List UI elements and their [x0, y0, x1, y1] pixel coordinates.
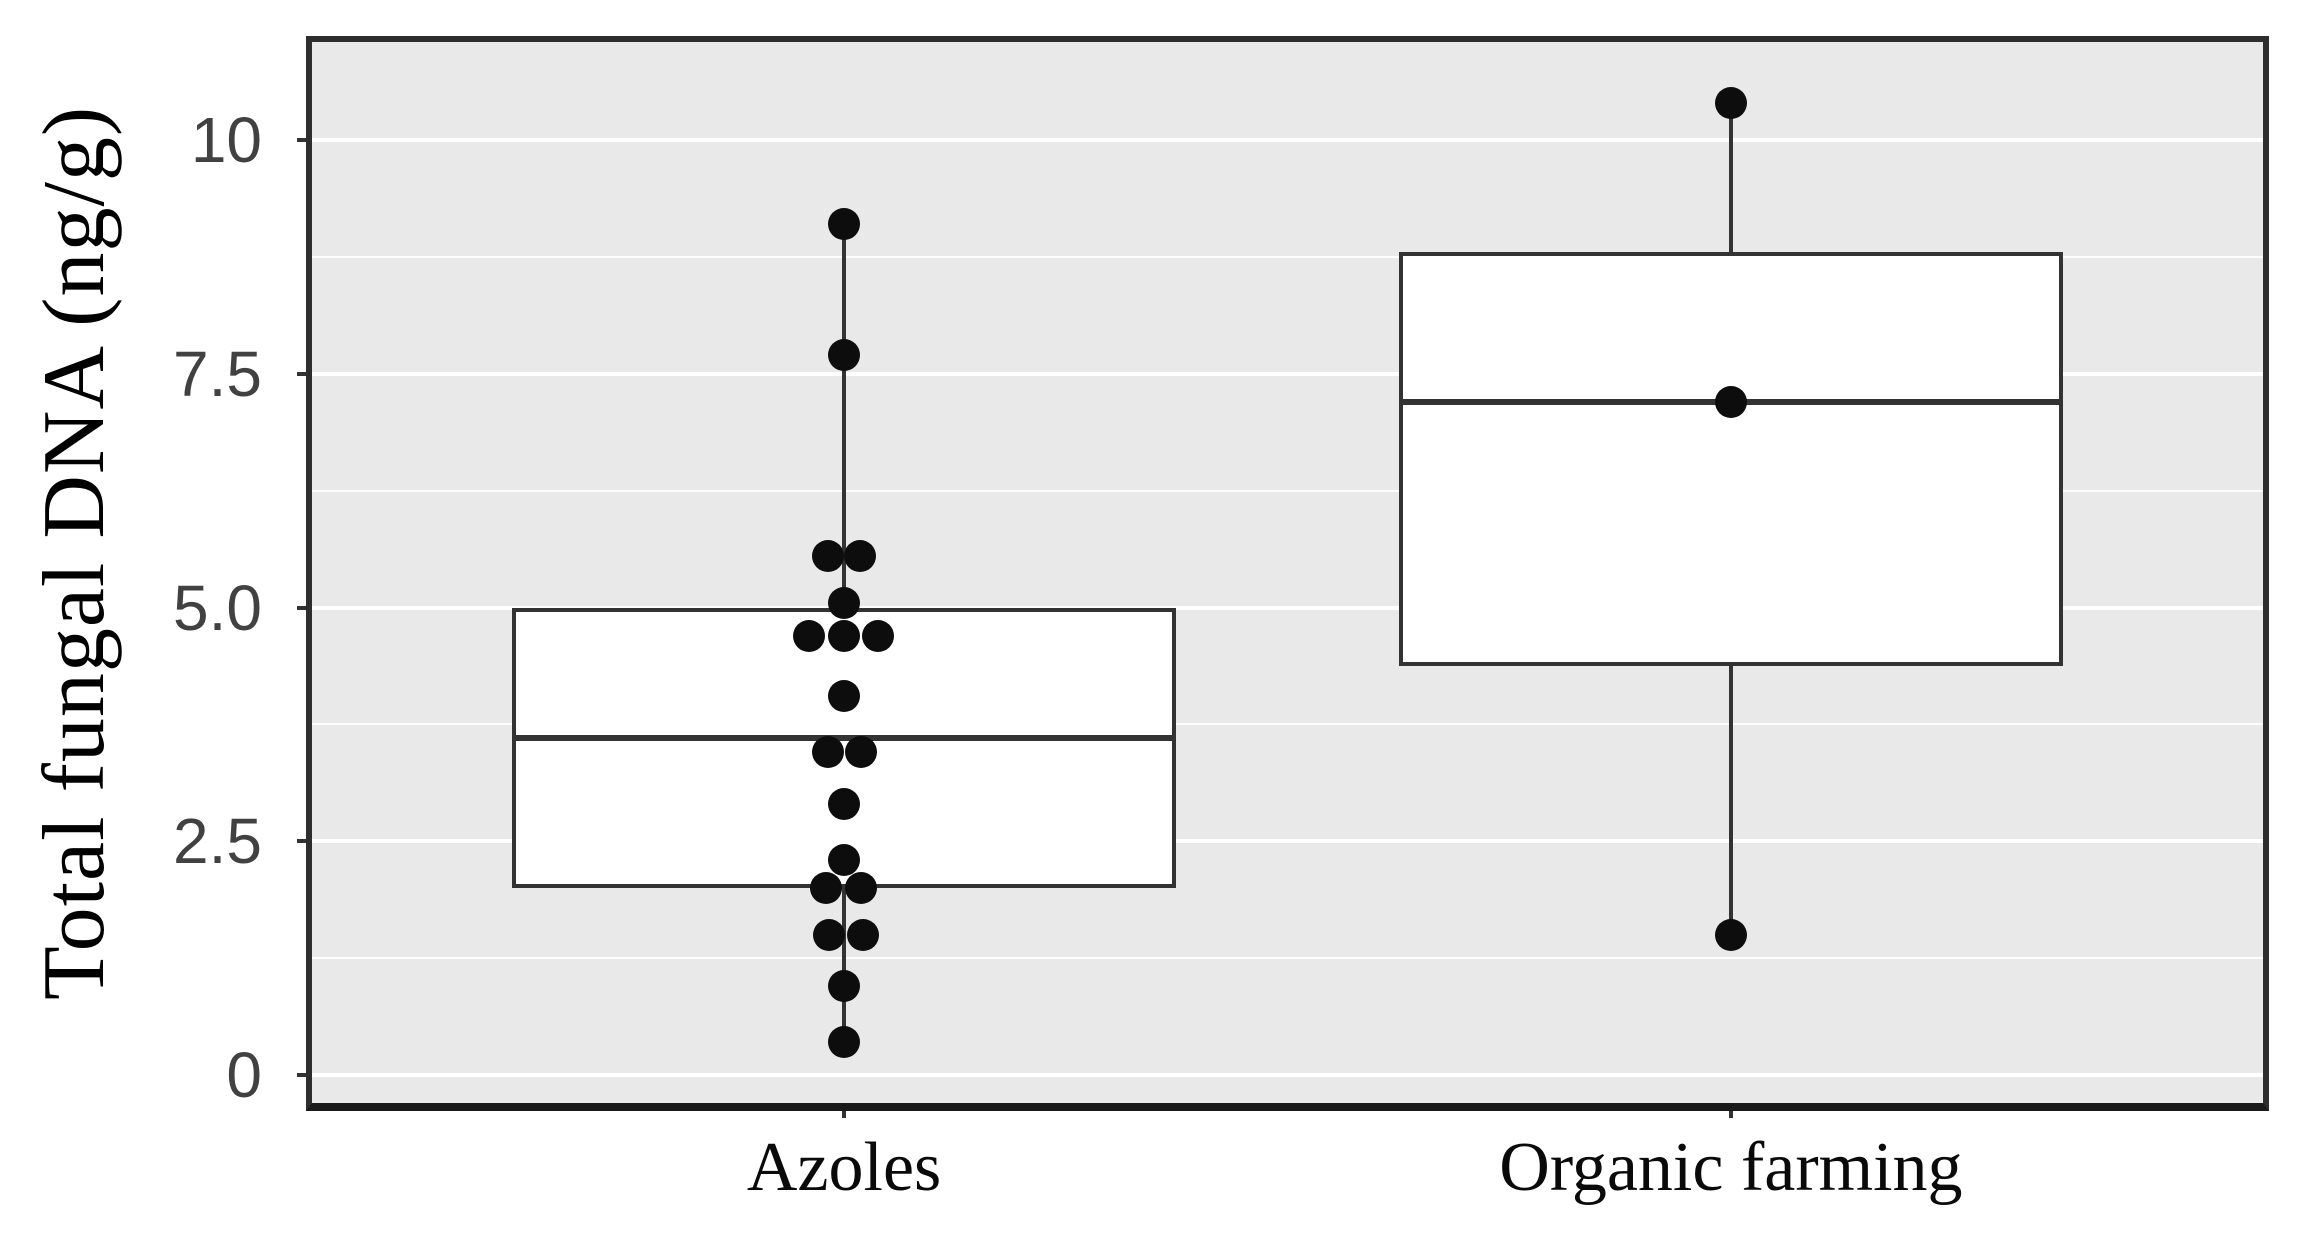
data-point: [812, 736, 845, 769]
data-point: [828, 339, 861, 372]
y-axis-tick: [297, 1073, 312, 1077]
gridline-major: [312, 371, 2263, 376]
lower-whisker: [842, 888, 847, 1043]
data-point: [828, 843, 861, 876]
gridline-major: [312, 605, 2263, 610]
gridline-major: [312, 138, 2263, 142]
data-point: [862, 619, 895, 652]
data-point: [828, 208, 861, 241]
data-point: [845, 736, 878, 769]
gridline-minor: [312, 723, 2263, 726]
x-axis-tick: [1728, 1103, 1733, 1118]
data-point: [810, 872, 843, 904]
y-tick-label: 2.5: [173, 805, 262, 878]
data-point: [828, 970, 861, 1003]
y-axis-tick: [297, 371, 312, 376]
gridline-minor: [312, 255, 2263, 258]
y-axis-tick: [297, 138, 312, 142]
data-point: [828, 1026, 861, 1059]
y-axis-tick: [297, 605, 312, 610]
x-axis-label-organic-farming: Organic farming: [1499, 1129, 1963, 1206]
data-point: [793, 619, 826, 652]
upper-whisker: [1728, 102, 1733, 253]
y-tick-label: 7.5: [173, 337, 262, 410]
upper-whisker: [842, 224, 847, 608]
data-point: [813, 918, 846, 951]
data-point: [847, 918, 880, 951]
data-point: [1714, 918, 1747, 951]
y-tick-label: 10: [190, 104, 262, 176]
gridline-minor: [312, 489, 2263, 492]
gridline-major: [312, 1073, 2263, 1077]
data-point: [1714, 385, 1747, 418]
box-iqr: [512, 607, 1177, 888]
data-point: [1714, 86, 1747, 119]
y-tick-label: 5.0: [173, 571, 262, 644]
median-line: [512, 735, 1177, 742]
x-axis-label-azoles: Azoles: [746, 1129, 942, 1206]
x-axis-tick: [842, 1103, 847, 1118]
box-iqr: [1398, 252, 2063, 667]
lower-whisker: [1728, 666, 1733, 935]
y-tick-label: 0: [226, 1039, 262, 1111]
y-axis-tick: [297, 839, 312, 844]
gridline-minor: [312, 957, 2263, 960]
data-point: [828, 586, 861, 619]
data-point: [845, 872, 878, 904]
data-point: [812, 540, 845, 573]
data-point: [828, 787, 861, 820]
data-point: [828, 619, 861, 652]
gridline-major: [312, 839, 2263, 844]
data-point: [844, 540, 877, 573]
data-point: [828, 680, 861, 713]
